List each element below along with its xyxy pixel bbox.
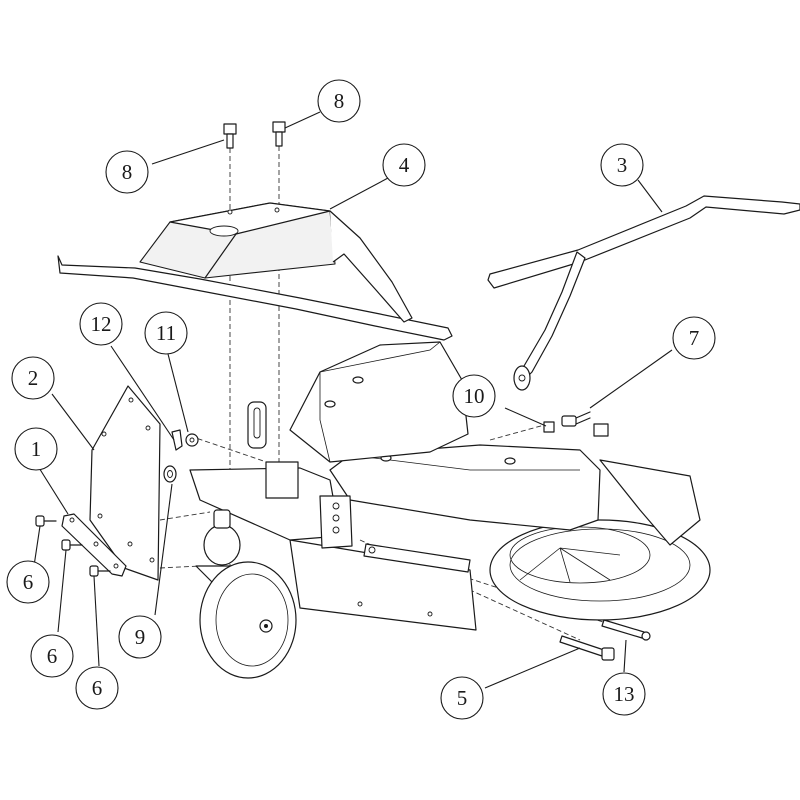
callout-label: 10 xyxy=(464,384,485,408)
callout-2: 2 xyxy=(11,356,55,400)
callout-6-c: 6 xyxy=(75,666,119,710)
callout-12: 12 xyxy=(79,302,123,346)
callout-8-a: 8 xyxy=(105,150,149,194)
callout-label: 9 xyxy=(135,625,146,649)
callout-3: 3 xyxy=(600,143,644,187)
bolts-5-13 xyxy=(559,619,651,661)
callout-label: 4 xyxy=(399,153,410,177)
leader-lines xyxy=(33,111,673,689)
callout-label: 12 xyxy=(91,312,112,336)
callout-label: 7 xyxy=(689,326,700,350)
side-plate xyxy=(89,385,161,581)
callout-label: 13 xyxy=(614,682,635,706)
bolt-8-left xyxy=(223,123,237,149)
callout-label: 6 xyxy=(92,676,103,700)
callout-13: 13 xyxy=(602,672,646,716)
upper-handle-cover xyxy=(57,202,453,341)
bolt-8-right xyxy=(272,121,286,147)
callout-label: 2 xyxy=(28,366,39,390)
callout-label: 8 xyxy=(334,89,345,113)
callout-10: 10 xyxy=(452,374,496,418)
callout-6-a: 6 xyxy=(6,560,50,604)
callout-label: 5 xyxy=(457,686,468,710)
callout-4: 4 xyxy=(382,143,426,187)
callout-8-b: 8 xyxy=(317,79,361,123)
caster-wheel xyxy=(195,509,297,679)
mounting-strip xyxy=(61,513,127,577)
bolt-7-nut-10 xyxy=(543,411,591,433)
callout-label: 8 xyxy=(122,160,133,184)
mower-body xyxy=(189,341,711,631)
callout-label: 6 xyxy=(23,570,34,594)
callout-5: 5 xyxy=(440,676,484,720)
hardware-9-11-12 xyxy=(163,429,199,483)
callout-1: 1 xyxy=(14,427,58,471)
screws-6 xyxy=(35,515,111,577)
callout-6-b: 6 xyxy=(30,634,74,678)
callout-label: 3 xyxy=(617,153,628,177)
callout-11: 11 xyxy=(144,311,188,355)
callout-label: 11 xyxy=(156,321,176,345)
callout-label: 1 xyxy=(31,437,42,461)
callout-7: 7 xyxy=(672,316,716,360)
callout-label: 6 xyxy=(47,644,58,668)
callout-9: 9 xyxy=(118,615,162,659)
lower-handle-bar xyxy=(487,195,800,391)
